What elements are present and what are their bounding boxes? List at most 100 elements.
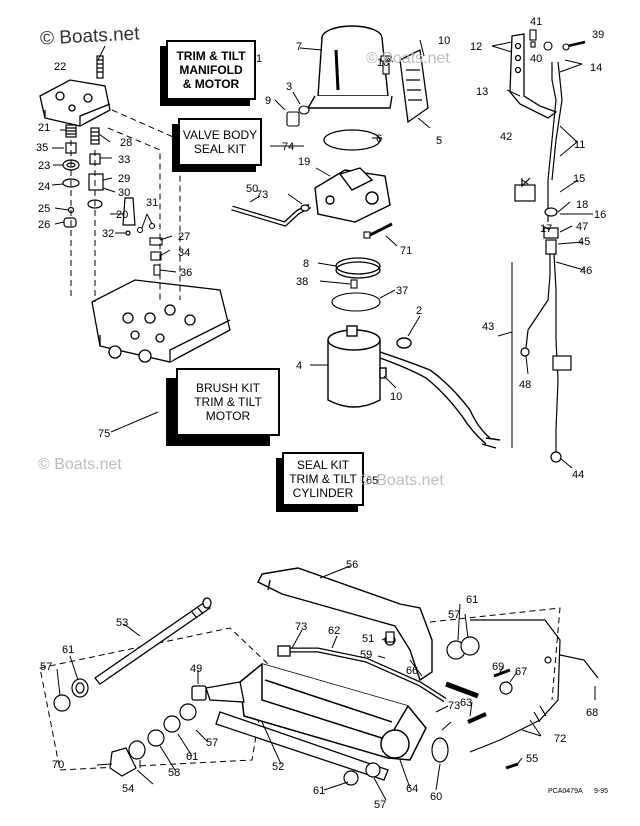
watermark: © Boats.net [38,456,122,473]
callout-68: 68 [586,707,598,719]
kit-line: TRIM & TILT [176,49,246,63]
callout-16: 16 [594,209,606,221]
callout-10: 10 [438,35,450,47]
clamp-8-drawing [335,257,381,279]
callout-12: 12 [470,41,482,53]
callout-10: 10 [377,57,389,69]
callout-72: 72 [554,733,566,745]
manifold-base-drawing [91,279,231,363]
callout-73: 73 [256,189,268,201]
callout-74: 74 [282,141,294,153]
callout-61: 61 [62,644,74,656]
callout-22: 22 [54,61,66,73]
callout-71: 71 [400,245,412,257]
harness-68-72-drawing [469,619,599,753]
screw-55-drawing [505,762,519,770]
bushings-57-61-left-drawing [53,678,89,712]
fitting-3-9-drawing [286,105,310,127]
callout-18: 18 [576,199,588,211]
o-ring-6-drawing [323,129,381,151]
callout-17: 17 [540,223,552,235]
kit-line: MANIFOLD [179,63,243,77]
callout-52: 52 [272,761,284,773]
drawing-date: 9-95 [594,788,609,795]
callout-28: 28 [120,137,132,149]
callout-6: 6 [376,133,382,145]
callout-56: 56 [346,559,358,571]
callout-25: 25 [38,203,50,215]
kit-line: CYLINDER [292,486,354,500]
callout-64: 64 [406,783,418,795]
callout-14: 14 [590,62,602,74]
callout-19: 19 [298,156,310,168]
callout-41: 41 [530,16,542,28]
callout-61: 61 [466,594,478,606]
callout-42: 42 [500,131,512,143]
connector-44-47-drawing [543,207,559,255]
watermark: © Boats.net [366,50,450,67]
callout-57: 57 [448,609,460,621]
callout-31: 31 [146,197,158,209]
callout-29: 29 [118,173,130,185]
callout-7: 7 [296,41,302,53]
tube-50-drawing [231,203,312,227]
check-valve-parts-drawing [136,222,163,276]
callout-61: 61 [186,751,198,763]
callout-37: 37 [396,285,408,297]
callout-69: 69 [492,661,504,673]
callout-33: 33 [118,154,130,166]
callout-46: 46 [580,265,592,277]
callout-62: 62 [328,625,340,637]
right-bushings-drawing [384,631,513,763]
callout-49: 49 [190,663,202,675]
kit-line: VALVE BODY [182,128,258,142]
callout-26: 26 [38,219,50,231]
kit-valve-body-seal: VALVE BODY SEAL KIT [178,118,262,166]
drawing-code: PCA0479A [548,788,583,795]
manifold-cap-drawing [39,79,111,127]
callout-57: 57 [206,737,218,749]
ram-49-drawing [191,681,245,703]
callout-39: 39 [592,29,604,41]
callout-23: 23 [38,160,50,172]
screw-71-drawing [363,222,393,239]
kit-line: & MOTOR [182,77,240,91]
callout-58: 58 [168,767,180,779]
callout-numbers: 1234567891010101112131415161718192021222… [36,16,606,811]
motor-4-drawing [327,325,501,449]
kit-line: TRIM & TILT [194,395,262,409]
callout-47: 47 [576,221,588,233]
lead-43-48-45-drawing [511,253,572,463]
callout-48: 48 [519,379,531,391]
callout-67: 67 [515,666,527,678]
callout-51: 51 [362,633,374,645]
callout-32: 32 [102,228,114,240]
cover-56-drawing [257,567,433,682]
callout-44: 44 [572,469,584,481]
callout-24: 24 [38,181,50,193]
callout-73: 73 [295,621,307,633]
bar-52-drawing [215,711,389,781]
valve-body-19-drawing [314,167,391,223]
callout-1: 1 [256,53,262,65]
callout-55: 55 [526,753,538,765]
callout-60: 60 [430,791,442,803]
callout-35: 35 [36,142,48,154]
shaft-53-drawing [94,597,212,685]
callout-34: 34 [178,247,190,259]
callout-63: 63 [460,697,472,709]
bushings-lower-drawing [109,703,381,786]
callout-43: 43 [482,321,494,333]
callout-59: 59 [360,649,372,661]
callout-45: 45 [578,236,590,248]
callout-75: 75 [98,428,110,440]
callout-20: 20 [116,209,128,221]
callout-65: 65 [366,475,378,487]
callout-11: 11 [574,139,585,151]
callout-53: 53 [116,617,128,629]
callout-30: 30 [118,187,130,199]
callout-8: 8 [303,258,309,270]
kit-line: BRUSH KIT [195,381,260,395]
callout-21: 21 [38,122,50,134]
